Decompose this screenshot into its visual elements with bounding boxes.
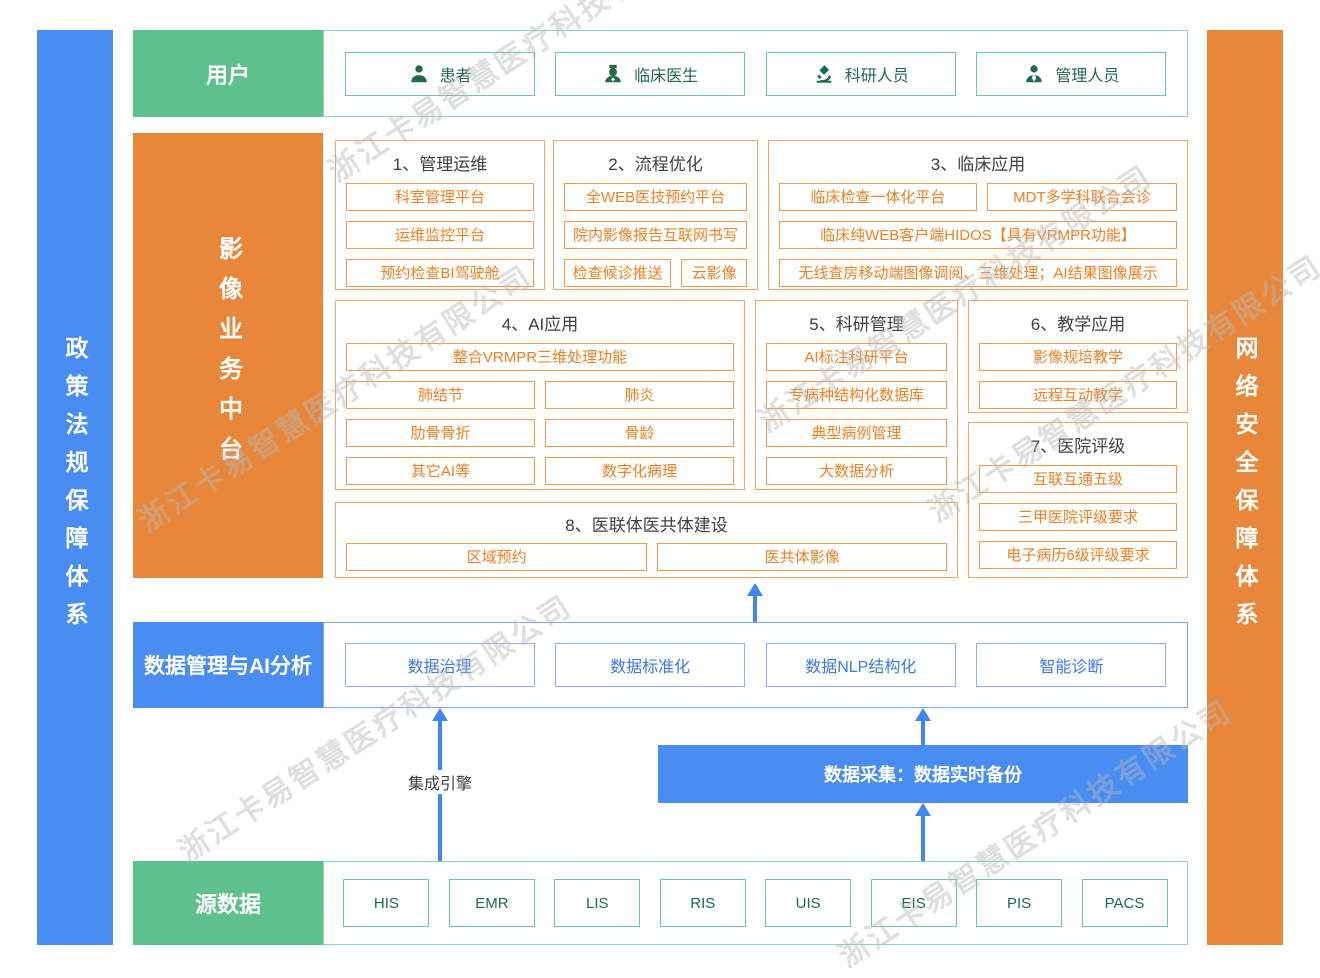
section-title: 7、医院评级	[1030, 437, 1126, 456]
source-data-band-label: 源数据	[133, 861, 323, 945]
user-item-label: 科研人员	[844, 67, 909, 85]
source-data-title: 源数据	[194, 892, 261, 917]
data-collection-box: 数据采集：数据实时备份	[658, 745, 1188, 803]
section-title: 8、医联体医共体建设	[565, 516, 728, 535]
doctor-icon	[605, 64, 621, 82]
diagram-item: 互联互通五级	[979, 465, 1177, 493]
section-research-management: 5、科研管理 AI标注科研平台 专病种结构化数据库 典型病例管理 大数据分析	[755, 300, 958, 490]
network-security-bar: 网络安全保障体系	[1207, 30, 1283, 945]
diagram-item: 数据标准化	[555, 643, 746, 687]
section-clinical-application: 3、临床应用 临床检查一体化平台 MDT多学科联合会诊 临床纯WEB客户端HID…	[768, 140, 1188, 290]
policy-regulation-label: 政策法规保障体系	[62, 335, 88, 640]
user-item-researcher: 科研人员	[765, 51, 956, 96]
data-mgmt-band-label: 数据管理与AI分析	[133, 622, 323, 708]
source-system-ris: RIS	[659, 879, 746, 927]
section-process-optimization: 2、流程优化 全WEB医技预约平台 院内影像报告互联网书写 检查候诊推送 云影像	[553, 140, 758, 290]
section-ai-application: 4、AI应用 整合VRMPR三维处理功能 肺结节 肺炎 肋骨骨折 骨龄 其它AI…	[335, 300, 745, 490]
network-security-label: 网络安全保障体系	[1232, 335, 1258, 640]
imaging-platform-title: 影像业务中台	[214, 235, 242, 476]
diagram-item: 肋骨骨折	[346, 419, 535, 447]
diagram-item: 数字化病理	[545, 457, 734, 485]
diagram-item: 其它AI等	[346, 457, 535, 485]
integration-engine-label: 集成引擎	[401, 770, 479, 794]
section-title: 1、管理运维	[392, 155, 488, 174]
diagram-item: AI标注科研平台	[766, 343, 947, 371]
arrow-up-datamgmt-to-imaging	[746, 583, 763, 622]
section-management-ops: 1、管理运维 科室管理平台 运维监控平台 预约检查BI驾驶舱	[335, 140, 545, 290]
source-system-pacs: PACS	[1081, 879, 1168, 927]
diagram-item: 三甲医院评级要求	[979, 503, 1177, 531]
users-band-label: 用户	[133, 30, 323, 117]
diagram-item: 预约检查BI驾驶舱	[346, 259, 534, 287]
source-system-uis: UIS	[765, 879, 852, 927]
diagram-item: MDT多学科联合会诊	[986, 183, 1177, 211]
diagram-item: 远程互动教学	[979, 381, 1177, 409]
arrow-up-collection-to-datamgmt	[914, 708, 931, 745]
diagram-item: 无线查房移动端图像调阅、三维处理；AI结果图像展示	[779, 259, 1177, 287]
patient-icon	[410, 64, 427, 82]
diagram-item: 肺炎	[545, 381, 734, 409]
diagram-item: 大数据分析	[766, 457, 947, 485]
source-system-emr: EMR	[448, 879, 535, 927]
source-system-pis: PIS	[976, 879, 1063, 927]
diagram-item: 临床纯WEB客户端HIDOS【具有VRMPR功能】	[779, 221, 1177, 249]
section-title: 3、临床应用	[930, 155, 1026, 174]
user-item-label: 临床医生	[634, 67, 699, 85]
source-data-band: HIS EMR LIS RIS UIS EIS PIS PACS	[323, 861, 1188, 945]
diagram-item: 数据NLP结构化	[765, 643, 956, 687]
section-medical-consortium: 8、医联体医共体建设 区域预约 医共体影像	[335, 502, 958, 578]
users-band-title: 用户	[205, 62, 250, 88]
diagram-item: 运维监控平台	[346, 221, 534, 249]
user-item-label: 管理人员	[1055, 67, 1120, 85]
policy-regulation-bar: 政策法规保障体系	[37, 30, 113, 945]
manager-icon	[1026, 64, 1043, 82]
microscope-icon	[816, 64, 832, 83]
source-system-lis: LIS	[554, 879, 641, 927]
diagram-item: 全WEB医技预约平台	[564, 183, 747, 211]
diagram-item: 临床检查一体化平台	[779, 183, 977, 211]
section-hospital-rating: 7、医院评级 互联互通五级 三甲医院评级要求 电子病历6级评级要求	[968, 422, 1188, 578]
diagram-item: 医共体影像	[657, 543, 947, 571]
diagram-item: 专病种结构化数据库	[766, 381, 947, 409]
diagram-item: 典型病例管理	[766, 419, 947, 447]
diagram-item: 云影像	[681, 259, 747, 287]
diagram-item: 影像规培教学	[979, 343, 1177, 371]
diagram-item: 院内影像报告互联网书写	[564, 221, 747, 249]
diagram-item: 骨龄	[545, 419, 734, 447]
diagram-item: 电子病历6级评级要求	[979, 541, 1177, 569]
diagram-item: 检查候诊推送	[564, 259, 672, 287]
arrow-up-source-to-collection	[914, 803, 931, 861]
section-title: 4、AI应用	[501, 315, 579, 334]
diagram-item: 数据治理	[344, 643, 535, 687]
diagram-item: 肺结节	[346, 381, 535, 409]
section-title: 2、流程优化	[608, 155, 703, 174]
user-item-clinician: 临床医生	[555, 51, 746, 96]
user-item-manager: 管理人员	[976, 51, 1167, 96]
diagram-item: 科室管理平台	[346, 183, 534, 211]
section-title: 5、科研管理	[809, 315, 904, 334]
section-title: 6、教学应用	[1030, 315, 1126, 334]
diagram-item: 整合VRMPR三维处理功能	[346, 343, 734, 371]
data-mgmt-band: 数据治理 数据标准化 数据NLP结构化 智能诊断	[323, 622, 1188, 708]
source-system-eis: EIS	[870, 879, 957, 927]
user-item-label: 患者	[439, 67, 472, 85]
source-system-his: HIS	[343, 879, 430, 927]
imaging-platform-band-label: 影像业务中台	[133, 133, 323, 578]
diagram-item: 智能诊断	[976, 643, 1167, 687]
users-band: 患者 临床医生 科研人员 管理人员	[323, 30, 1188, 117]
user-item-patient: 患者	[344, 51, 535, 96]
data-mgmt-title: 数据管理与AI分析	[144, 655, 312, 678]
diagram-item: 区域预约	[346, 543, 648, 571]
section-teaching-application: 6、教学应用 影像规培教学 远程互动教学	[968, 300, 1188, 413]
